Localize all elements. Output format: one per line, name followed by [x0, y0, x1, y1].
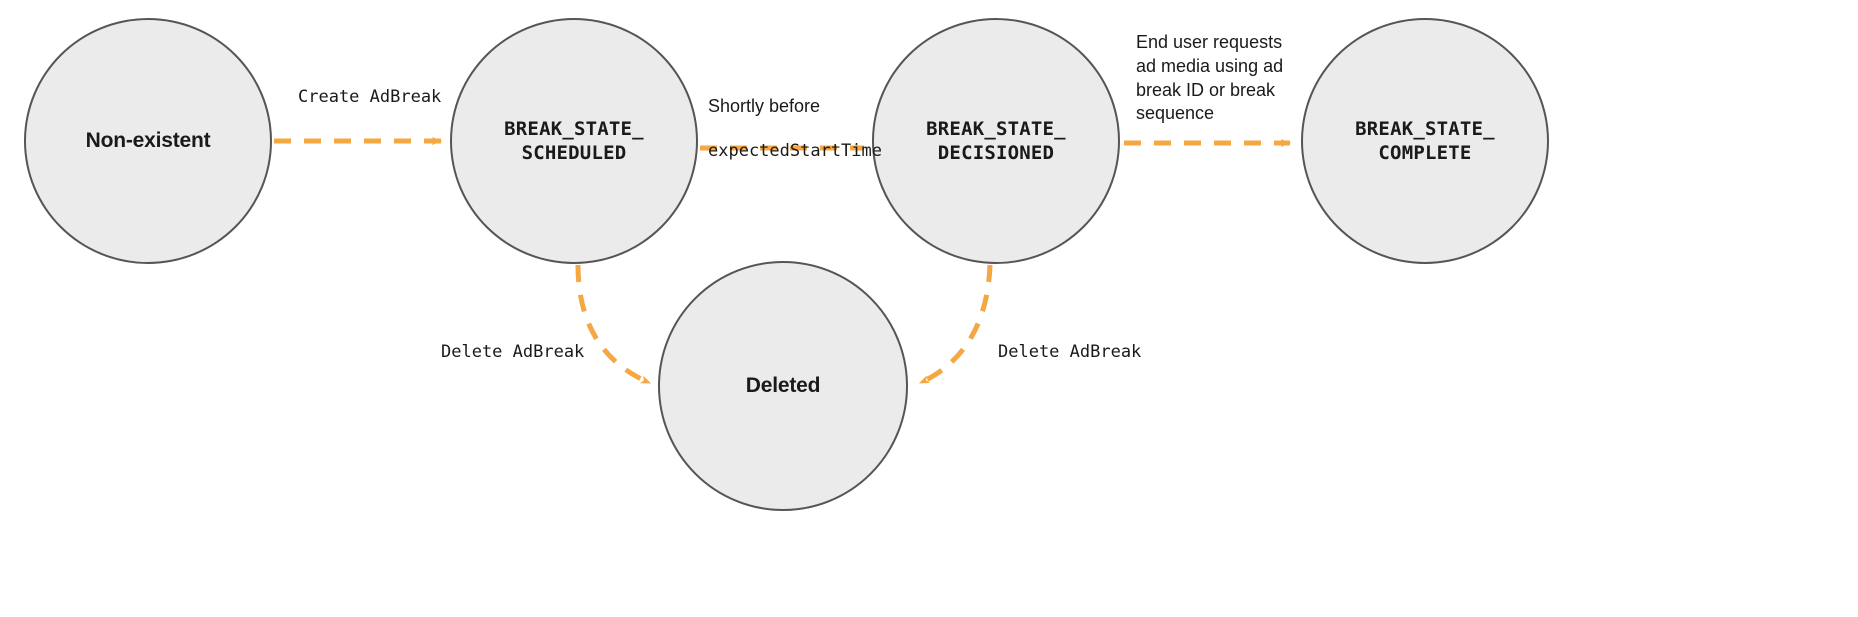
- edge-scheduled-delete-adbreak: [575, 264, 652, 386]
- node-label-break-state-complete: BREAK_STATE_ COMPLETE: [1355, 117, 1495, 164]
- node-break-state-decisioned[interactable]: BREAK_STATE_ DECISIONED: [872, 18, 1120, 264]
- node-label-break-state-decisioned: BREAK_STATE_ DECISIONED: [926, 117, 1066, 164]
- node-non-existent[interactable]: Non-existent: [24, 18, 272, 264]
- node-break-state-scheduled[interactable]: BREAK_STATE_ SCHEDULED: [450, 18, 698, 264]
- node-label-non-existent: Non-existent: [85, 128, 211, 152]
- node-label-break-state-scheduled: BREAK_STATE_ SCHEDULED: [504, 117, 644, 164]
- edge-decisioned-delete-adbreak: [918, 264, 993, 386]
- node-label-deleted: Deleted: [745, 373, 821, 397]
- node-deleted[interactable]: Deleted: [658, 261, 908, 511]
- node-break-state-complete[interactable]: BREAK_STATE_ COMPLETE: [1301, 18, 1549, 264]
